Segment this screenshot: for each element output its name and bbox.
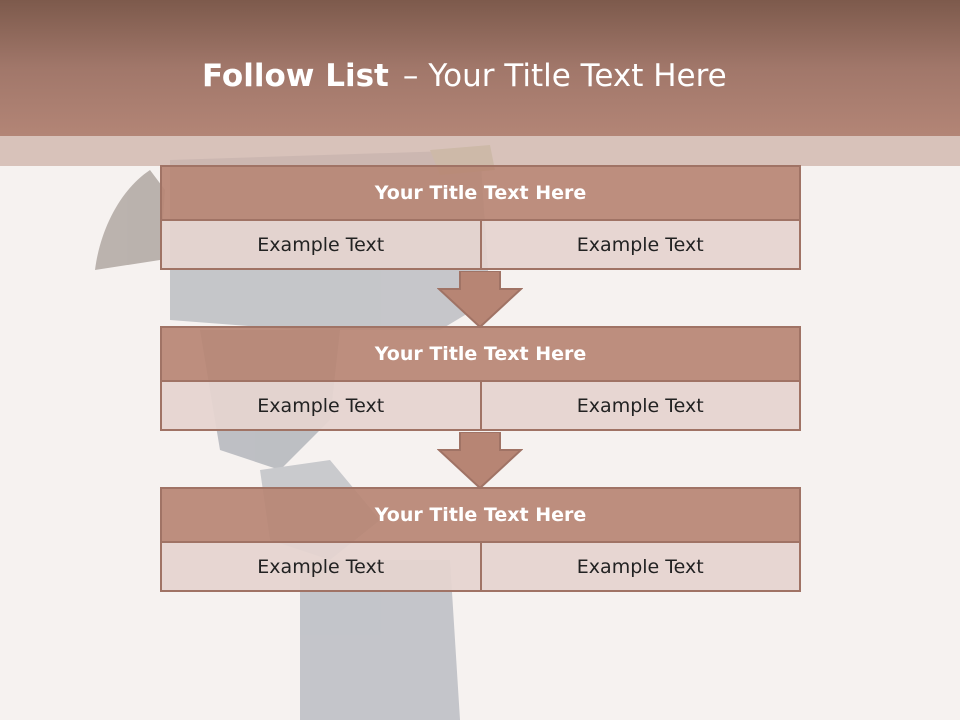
down-arrow-icon	[437, 432, 523, 490]
block-row: Example Text Example Text	[160, 221, 801, 270]
block-cell-left: Example Text	[257, 394, 385, 417]
slide-title-separator: –	[402, 58, 419, 94]
block-cell-right: Example Text	[479, 221, 800, 268]
down-arrow-icon	[437, 271, 523, 329]
block-row: Example Text Example Text	[160, 382, 801, 431]
slide-title-bold: Follow List	[202, 58, 389, 94]
slide-title-rest: Your Title Text Here	[428, 58, 727, 94]
block-cell-right: Example Text	[479, 382, 800, 429]
header-band	[0, 136, 960, 166]
block-title: Your Title Text Here	[160, 487, 801, 543]
flow-block-2: Your Title Text Here Example Text Exampl…	[160, 326, 801, 431]
block-cell-left: Example Text	[257, 555, 385, 578]
flow-block-1: Your Title Text Here Example Text Exampl…	[160, 165, 801, 270]
flow-block-3: Your Title Text Here Example Text Exampl…	[160, 487, 801, 592]
block-title: Your Title Text Here	[160, 326, 801, 382]
block-row: Example Text Example Text	[160, 543, 801, 592]
block-cell-left: Example Text	[257, 233, 385, 256]
slide-title: Follow List–Your Title Text Here	[202, 56, 727, 96]
block-title: Your Title Text Here	[160, 165, 801, 221]
block-cell-right: Example Text	[479, 543, 800, 590]
header-bar	[0, 0, 960, 136]
